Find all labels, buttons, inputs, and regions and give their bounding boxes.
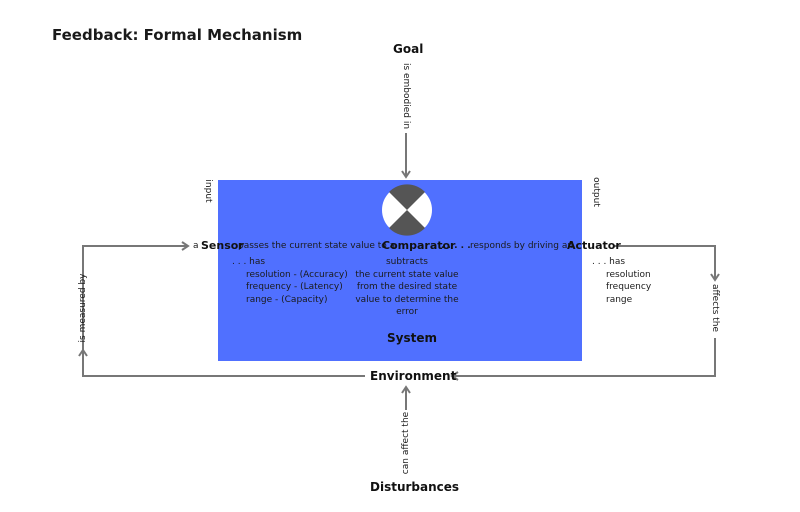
comparator-symbol (382, 184, 432, 236)
output-port-label: output (591, 177, 601, 207)
affects-the-label: affects the (710, 283, 720, 333)
diagram-title: Feedback: Formal Mechanism (52, 26, 303, 44)
sensor-label: Sensor (201, 239, 244, 252)
sensor-has: . . . has (232, 257, 266, 267)
sensor-property: resolution - (Accuracy) (246, 269, 348, 280)
actuator-has: . . . has (592, 257, 626, 267)
actuator-label: Actuator (567, 239, 621, 252)
comparator-line: value to determine the (355, 294, 459, 305)
flow-dots: . . . . . (441, 241, 471, 251)
system-label: System (387, 331, 437, 345)
comparator-line: error (396, 307, 418, 317)
input-port-label: input (203, 179, 213, 203)
actuator-to-environment-arrow (614, 245, 720, 282)
comparator-line: the current state value (355, 269, 459, 280)
comparator-line: subtracts (385, 257, 429, 267)
goal-label: Goal (393, 42, 424, 56)
actuator-property: range (606, 294, 633, 305)
can-affect-the-label: can affect the (401, 411, 411, 475)
comparator-description: subtracts the current state value from t… (352, 256, 462, 319)
sensor-property: frequency - (Latency) (246, 282, 343, 292)
is-embodied-in-label: is embodied in (401, 62, 411, 130)
affects-to-environment-arrow (450, 338, 716, 381)
environment-label: Environment (370, 369, 457, 383)
comparator-line: from the desired state (356, 282, 458, 292)
actuator-property: frequency (606, 282, 652, 292)
is-measured-by-label: is measured by (78, 273, 88, 343)
comparator-label: Comparator (382, 239, 456, 252)
sensor-property: range - (Capacity) (246, 294, 328, 305)
actuator-property: resolution (606, 269, 651, 280)
actuator-properties: . . . has resolution frequency range (592, 256, 651, 306)
environment-to-sensor-arrow (82, 241, 365, 377)
disturbances-label: Disturbances (370, 480, 460, 494)
flow-passes: passes the current state value to a (238, 241, 396, 251)
flow-a: a (193, 241, 199, 251)
sensor-properties: . . . has resolution - (Accuracy) freque… (232, 256, 348, 306)
flow-responds: responds by driving an (470, 241, 574, 251)
